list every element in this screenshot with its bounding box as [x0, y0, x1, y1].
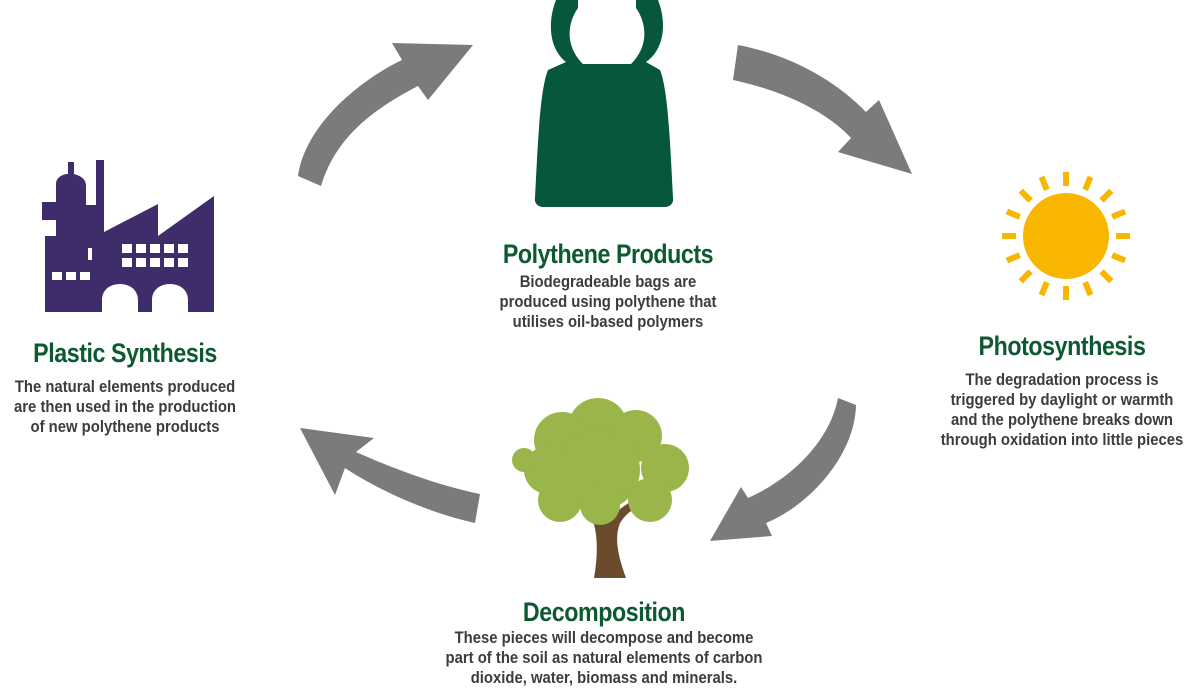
stage-polythene-line: produced using polythene that: [499, 293, 717, 311]
stage-photosynthesis-line: triggered by daylight or warmth: [950, 391, 1174, 409]
stage-plastic-line: of new polythene products: [30, 418, 220, 436]
stage-plastic: Plastic Synthesis The natural elements p…: [0, 337, 250, 437]
stage-photosynthesis-title: Photosynthesis: [978, 331, 1146, 361]
factory-icon: [42, 160, 214, 312]
stage-photosynthesis-line: and the polythene breaks down: [951, 411, 1173, 429]
stage-polythene-description: Biodegradeable bags are produced using p…: [446, 272, 770, 332]
sun-ray: [1111, 252, 1127, 264]
stage-photosynthesis-description: The degradation process is triggered by …: [938, 370, 1186, 450]
cycle-arrows: [298, 43, 912, 541]
stage-polythene-line: Biodegradeable bags are: [519, 273, 697, 291]
arrow-bag-to-sun: [733, 45, 912, 174]
sun-icon: [1002, 172, 1130, 300]
stage-photosynthesis: Photosynthesis The degradation process i…: [924, 330, 1200, 450]
sun-ray: [1038, 175, 1050, 191]
sun-ray: [1099, 269, 1114, 284]
stage-decomposition-description: These pieces will decompose and become p…: [401, 628, 808, 688]
stage-plastic-description: The natural elements produced are then u…: [13, 377, 238, 437]
tree-icon: [512, 398, 689, 578]
arrow-factory-to-bag: [298, 43, 473, 186]
stage-decomposition-line: These pieces will decompose and become: [454, 629, 754, 647]
stage-polythene-line: utilises oil-based polymers: [512, 313, 704, 331]
sun-ray: [1018, 269, 1033, 284]
stage-plastic-title: Plastic Synthesis: [33, 338, 217, 368]
sun-ray: [1005, 252, 1021, 264]
sun-ray: [1005, 208, 1021, 220]
sun-ray: [1099, 188, 1114, 203]
stage-photosynthesis-line: through oxidation into little pieces: [940, 431, 1184, 449]
arrow-sun-to-tree: [710, 398, 856, 541]
sun-ray: [1111, 208, 1127, 220]
sun-ray: [1038, 281, 1050, 297]
stage-decomposition-line: part of the soil as natural elements of …: [445, 649, 763, 667]
sun-ray: [1018, 188, 1033, 203]
stage-plastic-line: The natural elements produced: [14, 378, 236, 396]
stage-decomposition-line: dioxide, water, biomass and minerals.: [470, 669, 738, 687]
stage-polythene: Polythene Products Biodegradeable bags a…: [428, 238, 788, 332]
shopping-bag-icon: [534, 0, 674, 207]
stage-photosynthesis-line: The degradation process is: [965, 371, 1159, 389]
sun-ray: [1082, 281, 1094, 297]
stage-decomposition: Decomposition These pieces will decompos…: [378, 596, 830, 688]
stage-polythene-title: Polythene Products: [502, 239, 714, 269]
arrow-tree-to-factory: [300, 428, 480, 523]
stage-decomposition-title: Decomposition: [522, 597, 686, 627]
sun-ray: [1082, 175, 1094, 191]
stage-plastic-line: are then used in the production: [14, 398, 236, 416]
